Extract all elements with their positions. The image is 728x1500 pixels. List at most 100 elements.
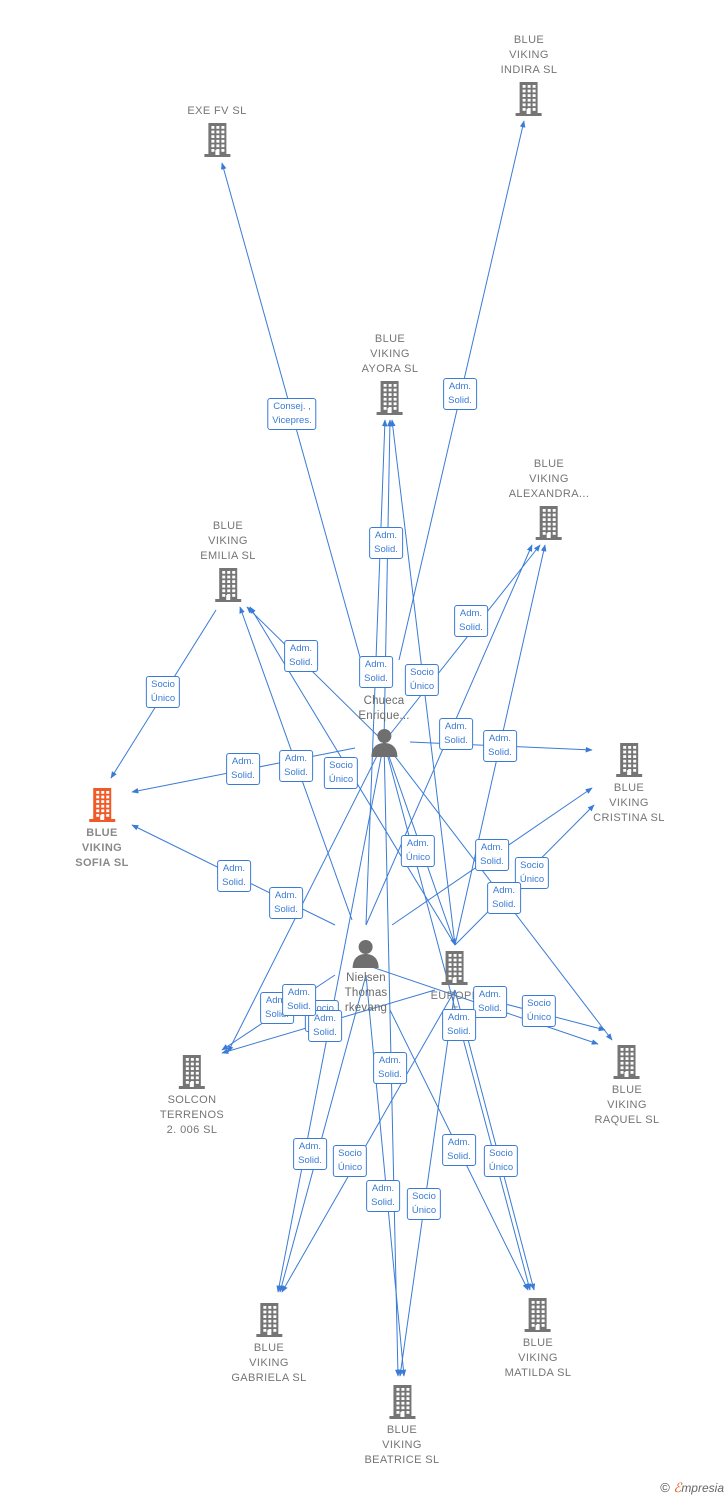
relation-label-line: Único bbox=[405, 852, 431, 863]
node-label-line: VIKING bbox=[509, 49, 549, 61]
node-label-line: TERRENOS bbox=[159, 1109, 225, 1121]
company-node-exe[interactable]: EXE FV SL bbox=[187, 104, 246, 158]
relation-label-line: Único bbox=[526, 1012, 552, 1023]
relation-label-line: Adm. bbox=[406, 838, 430, 849]
copyright-footer: © ℰmpresia bbox=[660, 1480, 724, 1496]
relation-label[interactable]: Adm.Solid. bbox=[359, 656, 393, 688]
relation-label-line: Solid. bbox=[448, 395, 472, 406]
relation-label-line: Único bbox=[519, 874, 545, 885]
building-icon bbox=[613, 1045, 640, 1079]
relation-label[interactable]: Adm.Solid. bbox=[373, 1052, 407, 1084]
relation-label[interactable]: Adm.Solid. bbox=[282, 984, 316, 1016]
relation-label-line: Solid. bbox=[231, 770, 255, 781]
relation-edge bbox=[398, 989, 456, 1377]
relation-label-line: Socio bbox=[151, 679, 175, 690]
relation-label[interactable]: Adm.Solid. bbox=[439, 718, 473, 750]
relation-label-line: Adm. bbox=[371, 1183, 395, 1194]
copyright-symbol: © bbox=[660, 1480, 670, 1495]
relation-label[interactable]: Adm.Solid. bbox=[454, 605, 488, 637]
relation-label-line: Socio bbox=[527, 998, 551, 1009]
node-label-line: VIKING bbox=[529, 473, 569, 485]
relation-label-line: Adm. bbox=[444, 721, 468, 732]
company-node-europe[interactable]: EUROPEEES L bbox=[431, 950, 480, 1034]
node-label-line: 2. 006 SL bbox=[166, 1124, 218, 1136]
company-node-solcon[interactable]: SOLCON TERRENOS 2. 006 SL bbox=[160, 1054, 224, 1138]
relation-label[interactable]: Consej. ,Vicepres. bbox=[267, 398, 317, 430]
relation-label-line: Adm. bbox=[447, 1012, 471, 1023]
node-label-line: BLUE bbox=[386, 1424, 418, 1436]
node-label-line: VIKING bbox=[370, 348, 410, 360]
relation-label[interactable]: Adm. Solid. bbox=[442, 1009, 476, 1041]
relation-label-line: Solid. bbox=[284, 767, 308, 778]
relation-label-line: Adm. bbox=[289, 643, 313, 654]
node-label-line: VIKING bbox=[249, 1357, 289, 1369]
relation-label-line: Socio bbox=[329, 760, 353, 771]
node-label-line: GABRIELA SL bbox=[231, 1372, 307, 1384]
relation-label[interactable]: Adm.Solid. bbox=[366, 1180, 400, 1212]
relation-label[interactable]: Adm.Solid. bbox=[473, 986, 507, 1018]
relation-label[interactable]: Adm.Solid. bbox=[269, 887, 303, 919]
relation-label[interactable]: Adm.Solid. bbox=[369, 527, 403, 559]
node-label-line: VIKING bbox=[208, 535, 248, 547]
relation-label-line: Adm. bbox=[488, 733, 512, 744]
node-label-line: EXE FV SL bbox=[187, 105, 247, 117]
relation-label-line: Único bbox=[488, 1162, 514, 1173]
node-label-line: Enrique... bbox=[358, 710, 410, 722]
node-label-line: VIKING bbox=[609, 797, 649, 809]
relation-label-line: Solid. bbox=[378, 1069, 402, 1080]
relation-label[interactable]: Adm.Solid. bbox=[442, 1134, 476, 1166]
building-icon bbox=[388, 1385, 415, 1419]
node-label-line: AYORA SL bbox=[361, 363, 419, 375]
node-label-line: VIKING bbox=[518, 1352, 558, 1364]
relation-label[interactable]: Adm.Solid. bbox=[284, 640, 318, 672]
relation-label-line: Adm. bbox=[459, 608, 483, 619]
relation-label[interactable]: Adm.Solid. bbox=[293, 1138, 327, 1170]
relation-label[interactable]: Adm.Solid. bbox=[226, 753, 260, 785]
relation-label-line: Socio bbox=[310, 1003, 334, 1014]
building-icon bbox=[535, 506, 562, 540]
node-label-line: BLUE bbox=[611, 1084, 643, 1096]
relation-label[interactable]: Adm.Solid. bbox=[475, 839, 509, 871]
node-label-line: SOLCON bbox=[167, 1094, 217, 1106]
relation-label-line: Adm. bbox=[313, 1013, 337, 1024]
relation-label-line: Socio bbox=[520, 860, 544, 871]
relation-label[interactable]: Adm.Solid. bbox=[279, 750, 313, 782]
relation-label-line: Solid. bbox=[447, 1026, 471, 1037]
relation-label[interactable]: Adm.Solid. bbox=[443, 378, 477, 410]
relation-label-line: Solid. bbox=[313, 1027, 337, 1038]
relation-label[interactable]: Adm.Solid. bbox=[217, 860, 251, 892]
relation-label[interactable]: Adm. Único bbox=[400, 835, 436, 867]
node-label: SOLCON TERRENOS 2. 006 SL bbox=[160, 1093, 224, 1138]
relation-label[interactable]: Adm.Solid. bbox=[483, 730, 517, 762]
relation-edge bbox=[383, 419, 393, 743]
node-label-line: CRISTINA SL bbox=[593, 812, 665, 824]
relation-label[interactable]: Adm.Solid. bbox=[487, 882, 521, 914]
